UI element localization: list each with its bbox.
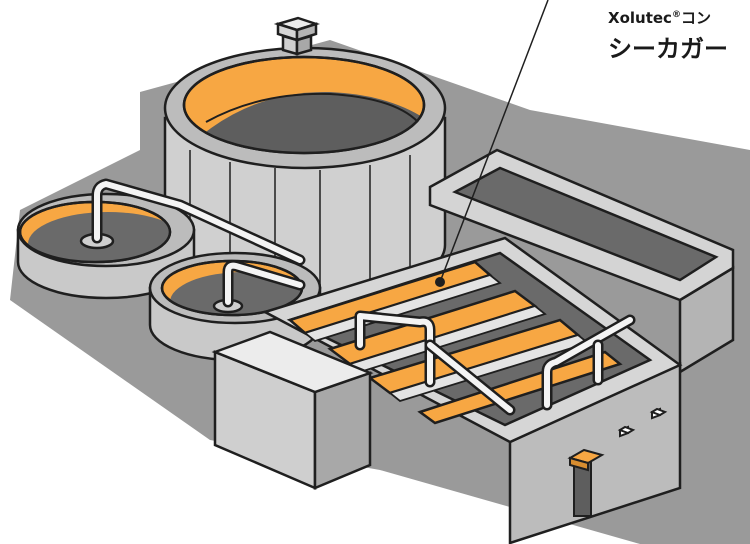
control-building (211, 330, 374, 490)
callout-brand-label: Xolutec®コン (608, 7, 711, 28)
effluent-channel-block (428, 148, 735, 375)
callout-pointer-dot-icon (435, 277, 445, 287)
connecting-pipes (91, 178, 306, 308)
valve-icon (617, 407, 668, 438)
aeration-pipes (354, 310, 636, 416)
treatment-basin (261, 236, 683, 544)
callout-leader-line (439, 0, 549, 283)
tank-vent-icon (273, 16, 321, 56)
outlet-gate-icon (567, 448, 605, 517)
brand-suffix: コン (680, 9, 711, 27)
brand-name: Xolutec (608, 9, 672, 27)
basin-fixtures (567, 407, 668, 517)
registered-mark: ® (671, 10, 681, 20)
round-storage-tank (163, 16, 447, 302)
callout-title: シーカガー (608, 35, 728, 63)
